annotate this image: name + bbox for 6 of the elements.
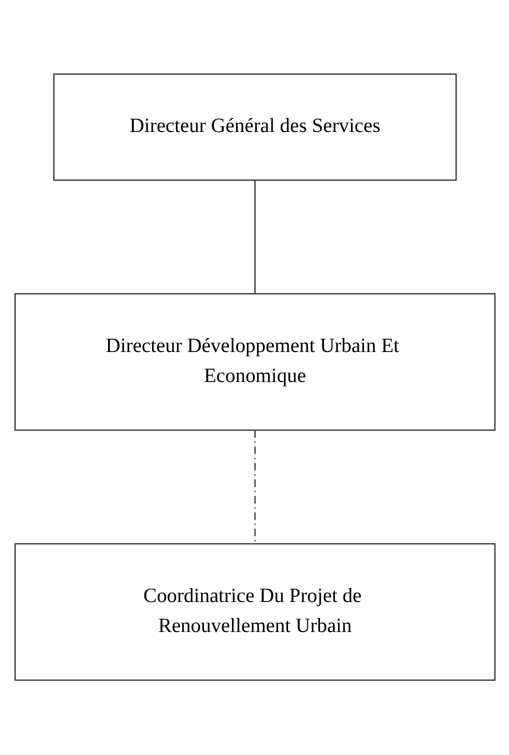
node-box [52,74,456,182]
org-chart: Directeur Général des Services Directeur Développement Urbain Et Economique Coordinatrice Du Projet de Renouvellement Urbain [4,64,504,691]
connector [254,430,256,544]
node-box [14,294,496,432]
node-box [14,544,496,682]
connector [254,180,256,294]
